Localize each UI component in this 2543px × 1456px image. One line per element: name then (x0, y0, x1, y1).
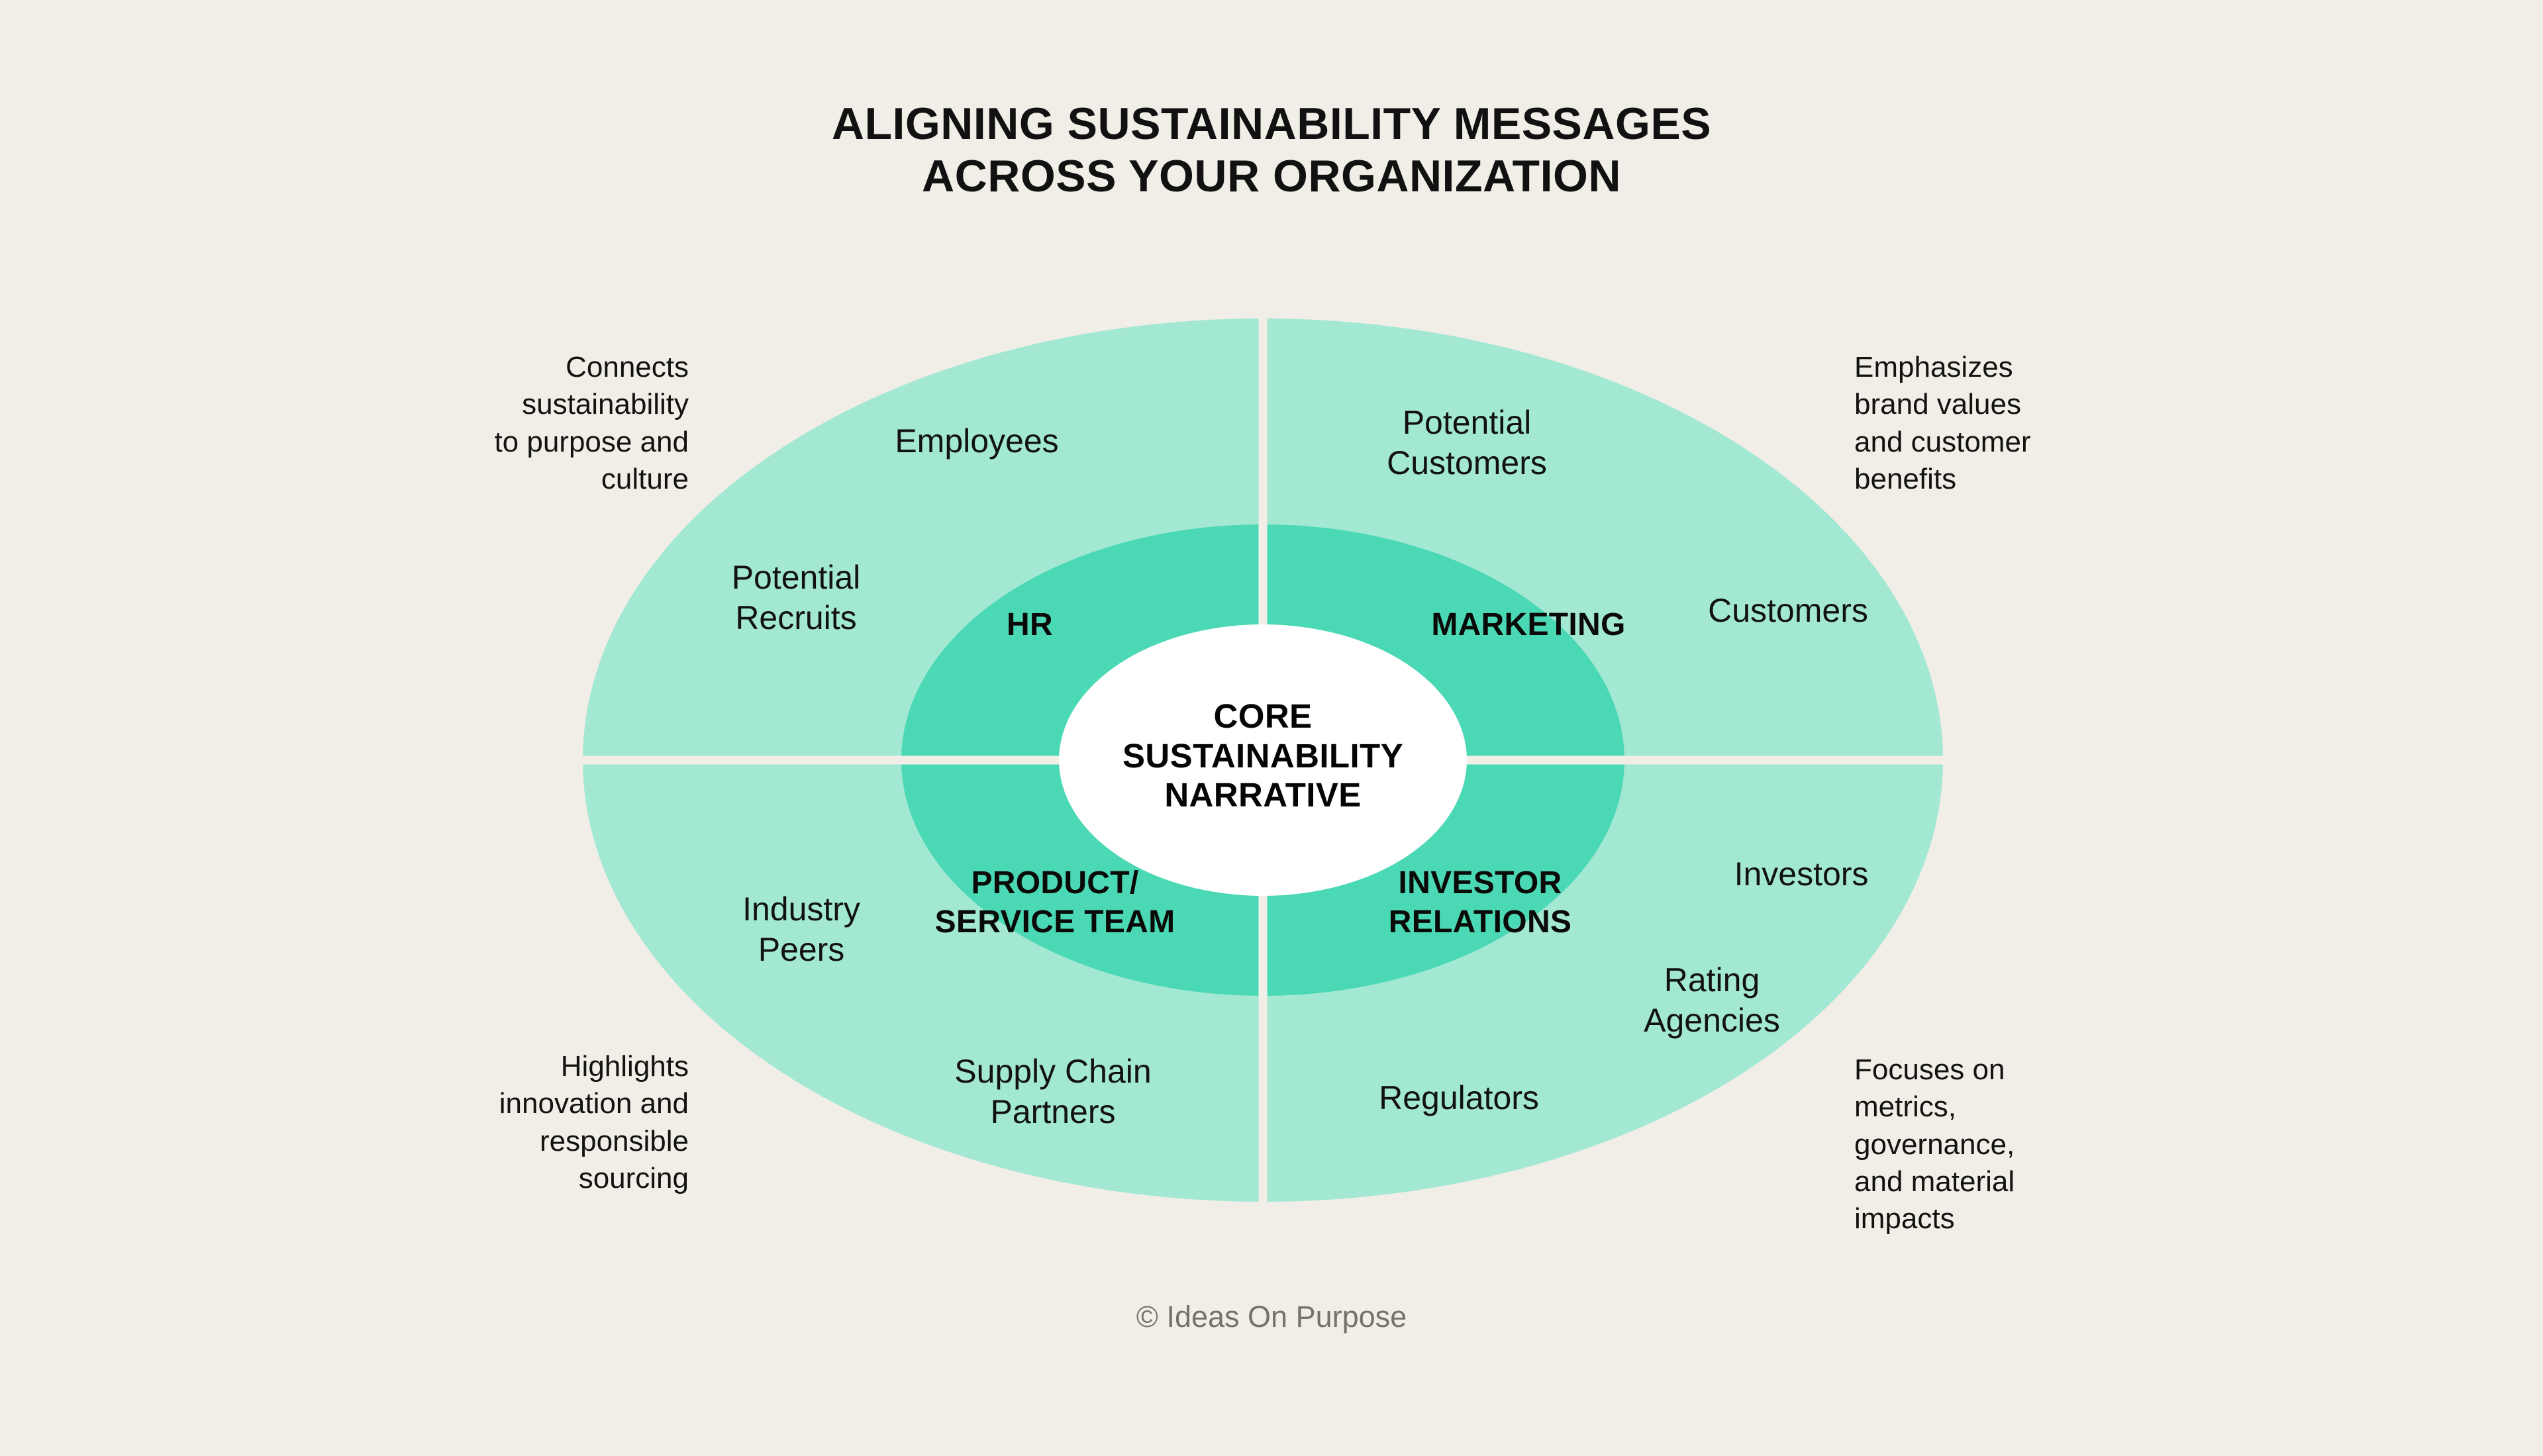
page-title-line-2: ACROSS YOUR ORGANIZATION (922, 150, 1621, 201)
note-top-left: Connects sustainability to purpose and c… (494, 351, 689, 495)
stakeholder-label-customers: Customers (1708, 592, 1868, 629)
stakeholder-label-supply-chain-partners: Supply Chain Partners (954, 1053, 1152, 1130)
stakeholder-label-potential-customers: Potential Customers (1387, 404, 1547, 481)
department-label-marketing: MARKETING (1431, 607, 1626, 642)
stakeholder-label-industry-peers: Industry Peers (742, 891, 860, 968)
core-line-2: SUSTAINABILITY (1122, 736, 1403, 775)
stakeholder-label-employees: Employees (895, 422, 1059, 460)
core-line-3: NARRATIVE (1164, 776, 1362, 814)
note-top-right: Emphasizes brand values and customer ben… (1854, 351, 2031, 495)
department-label-product-service-team: PRODUCT/ SERVICE TEAM (934, 865, 1175, 940)
stakeholder-label-rating-agencies: Rating Agencies (1644, 961, 1780, 1039)
note-bottom-left: Highlights innovation and responsible so… (499, 1050, 689, 1194)
core-line-1: CORE (1213, 697, 1313, 735)
stakeholder-label-investors: Investors (1734, 855, 1869, 893)
note-bottom-right: Focuses on metrics, governance, and mate… (1854, 1053, 2015, 1236)
core-narrative-label: CORE SUSTAINABILITY NARRATIVE (1051, 697, 1475, 815)
credit-line: © Ideas On Purpose (1136, 1300, 1407, 1334)
stakeholder-label-regulators: Regulators (1379, 1079, 1539, 1116)
page-title-line-1: ALIGNING SUSTAINABILITY MESSAGES (831, 99, 1712, 149)
department-label-investor-relations: INVESTOR RELATIONS (1388, 865, 1572, 940)
core-ellipse (1059, 624, 1467, 896)
page-title: ALIGNING SUSTAINABILITY MESSAGES ACROSS … (0, 98, 2543, 203)
department-label-hr: HR (1007, 607, 1053, 642)
stakeholder-label-potential-recruits: Potential Recruits (731, 559, 861, 636)
